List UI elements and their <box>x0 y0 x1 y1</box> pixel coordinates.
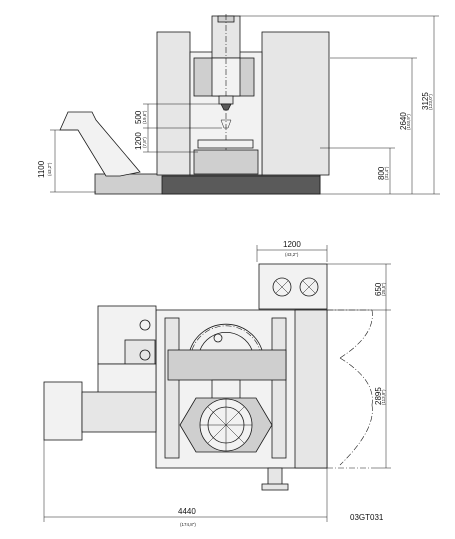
tool-magazine-inner <box>199 331 253 351</box>
aux-unit-2 <box>97 363 157 395</box>
dim-2640-sub: (103,9") <box>406 114 411 130</box>
door-swing-arc <box>339 404 373 466</box>
dim-1200-sub: (7,8") <box>142 137 147 148</box>
dim-4440-value: 4440 <box>178 507 196 516</box>
fan-blade <box>302 280 316 294</box>
door-swing-arc <box>339 357 373 406</box>
dim-650-sub: (25,5") <box>381 282 386 296</box>
left-rail <box>164 317 180 459</box>
tool-lower-position <box>220 119 232 129</box>
dim-3125-sub: (123,0") <box>428 94 433 110</box>
right-enclosure <box>261 31 330 176</box>
spindle-head-top <box>211 379 241 401</box>
spindle-nose <box>218 95 234 105</box>
dim-800-value: 800 <box>377 166 386 180</box>
left-enclosure <box>156 31 191 176</box>
dim-1200-value: 1200 <box>134 132 143 150</box>
table-support <box>193 149 259 175</box>
front-view: 1100 (43,2") 500 (19,6") 1200 (7,8") 800… <box>37 14 440 195</box>
dim-2895-sub: (113,9") <box>381 389 386 405</box>
fan-icon <box>299 277 319 297</box>
tool <box>220 103 232 111</box>
chip-conveyor-top <box>43 381 83 441</box>
base-dark-plinth <box>161 175 321 195</box>
bolt-icon <box>139 319 151 331</box>
right-rail <box>271 317 287 459</box>
aux-block <box>124 339 156 365</box>
work-table <box>197 139 254 149</box>
drawing-reference-code: 03GT031 <box>350 513 384 522</box>
dim-1100-sub: (43,2") <box>47 162 52 176</box>
dim-2640-value: 2640 <box>399 112 408 130</box>
bolt-icon <box>139 349 151 361</box>
dim-2895-value: 2895 <box>374 387 383 405</box>
fan-icon <box>272 277 292 297</box>
chip-conveyor <box>59 111 141 177</box>
dim-650-value: 650 <box>374 282 383 296</box>
top-view: 1200 (43,2") <box>43 240 391 527</box>
dim-500-value: 500 <box>134 110 143 124</box>
dim-1200-top-sub: (43,2") <box>285 252 299 257</box>
dim-500-sub: (19,6") <box>142 110 147 124</box>
foot-pad <box>261 483 289 491</box>
dim-3125-value: 3125 <box>421 92 430 110</box>
electrical-cabinet <box>258 263 328 310</box>
dim-800-sub: (31,4") <box>384 166 389 180</box>
tool-magazine-outer <box>189 323 263 351</box>
fan-blade <box>275 280 289 294</box>
conveyor-channel <box>81 391 157 433</box>
door-swing-arc <box>339 309 373 359</box>
dim-1100-value: 1100 <box>37 160 46 178</box>
table-slot <box>207 406 245 444</box>
foot <box>267 467 283 487</box>
dim-1200-top-value: 1200 <box>283 240 301 249</box>
door-panel-right <box>294 309 328 469</box>
tool-pockets <box>191 325 261 351</box>
dim-4440-sub: (174,8") <box>180 522 196 527</box>
cross-beam <box>167 349 287 381</box>
magazine-hub <box>213 333 223 343</box>
